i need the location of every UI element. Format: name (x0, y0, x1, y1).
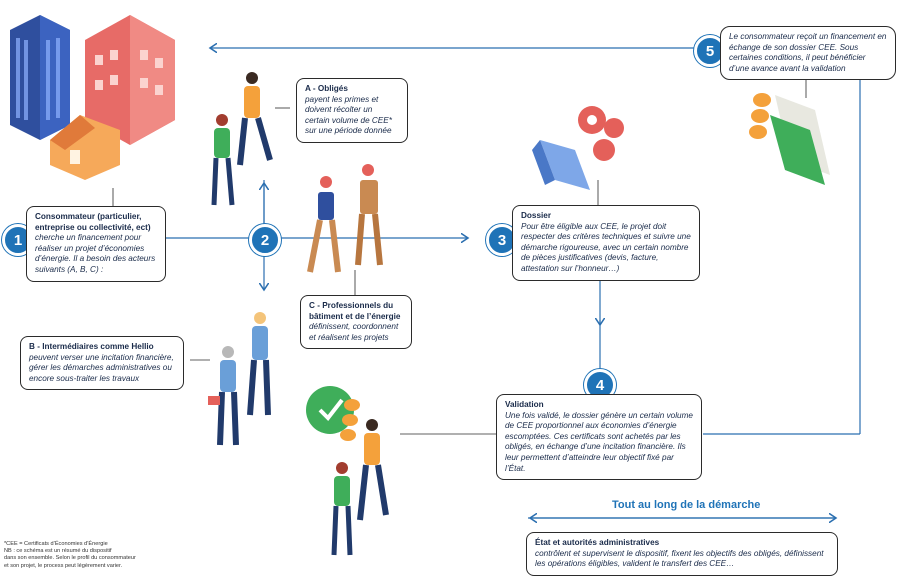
buildings-illustration (10, 15, 175, 180)
professionnels-illustration (307, 164, 383, 273)
footnote-line: dans son ensemble. Selon le profil du co… (4, 555, 136, 562)
professionnels-title: C - Professionnels du bâtiment et de l’é… (309, 301, 401, 321)
professionnels-box: C - Professionnels du bâtiment et de l’é… (300, 295, 412, 350)
financement-desc: Le consommateur reçoit un financement en… (729, 32, 887, 73)
etat-box: État et autorités administratives contrô… (526, 532, 838, 576)
validation-illustration (306, 386, 389, 556)
validation-desc: Une fois validé, le dossier génère un ce… (505, 410, 693, 473)
footnote-line: *CEE = Certificats d’Économies d’Énergie (4, 541, 108, 547)
leader-lines (112, 78, 807, 435)
dossier-title: Dossier (521, 211, 552, 220)
flow-lines (162, 48, 861, 518)
step-2-badge: 2 (249, 224, 281, 256)
intermediaires-desc: peuvent verser une incitation financière… (29, 352, 174, 383)
validation-title: Validation (505, 400, 544, 409)
consommateur-desc: cherche un financement pour réaliser un … (35, 233, 156, 274)
obliges-desc: payent les primes et doivent récolter un… (305, 94, 392, 136)
dossier-illustration (532, 106, 624, 190)
footnote: *CEE = Certificats d’Économies d’Énergie… (4, 541, 164, 570)
footnote-line: et son projet, le process peut légèremen… (4, 562, 123, 569)
intermediaires-box: B - Intermédiaires comme Hellio peuvent … (20, 336, 184, 391)
financement-box: Le consommateur reçoit un financement en… (720, 26, 896, 81)
validation-box: Validation Une fois validé, le dossier g… (496, 394, 702, 481)
etat-title: État et autorités administratives (535, 538, 660, 547)
intermediaires-title: B - Intermédiaires comme Hellio (29, 342, 154, 351)
financement-illustration (749, 93, 830, 185)
etat-desc: contrôlent et supervisent le dispositif,… (535, 548, 824, 569)
dossier-desc: Pour être éligible aux CEE, le projet do… (521, 221, 691, 273)
footnote-line: NB : ce schéma est un résumé du disposit… (4, 548, 112, 555)
obliges-title: A - Obligés (305, 84, 348, 93)
professionnels-desc: définissent, coordonnent et réalisent le… (309, 322, 399, 342)
consommateur-title: Consommateur (particulier, entreprise ou… (35, 212, 151, 232)
consommateur-box: Consommateur (particulier, entreprise ou… (26, 206, 166, 282)
intermediaires-illustration (208, 312, 271, 446)
obliges-box: A - Obligés payent les primes et doivent… (296, 78, 408, 143)
dossier-box: Dossier Pour être éligible aux CEE, le p… (512, 205, 700, 281)
along-label: Tout au long de la démarche (612, 499, 761, 511)
obliges-illustration (211, 72, 273, 206)
